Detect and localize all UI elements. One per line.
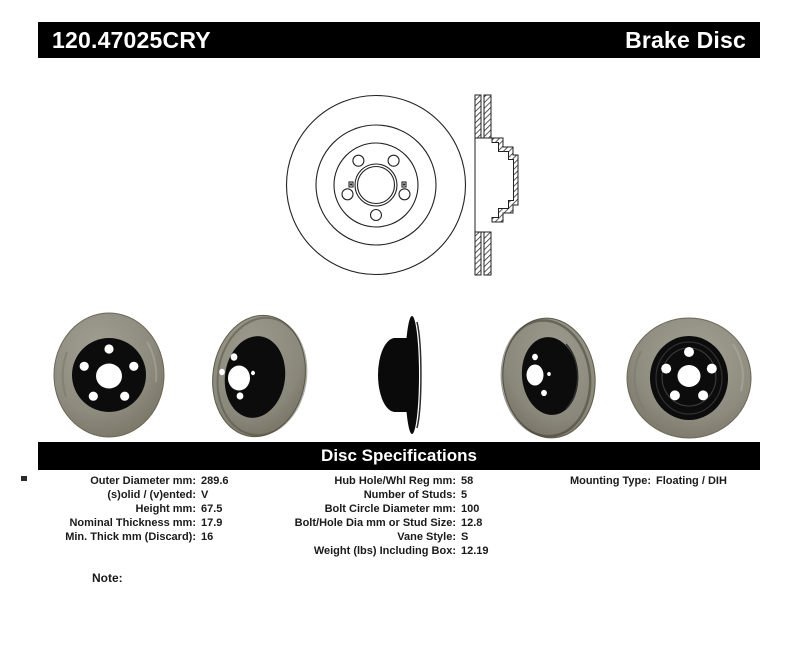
spec-label: (s)olid / (v)ented:: [107, 489, 196, 501]
spec-row-min-thick: Min. Thick mm (Discard): 16: [30, 530, 229, 544]
spec-label: Nominal Thickness mm:: [69, 517, 196, 529]
header-bar: 120.47025CRY Brake Disc: [38, 22, 760, 58]
spec-label: Height mm:: [135, 503, 197, 515]
spec-label: Bolt Circle Diameter mm:: [324, 503, 456, 515]
spec-row-hub-hole: Hub Hole/Whl Reg mm: 58: [278, 474, 489, 488]
spec-row-height: Height mm: 67.5: [30, 502, 229, 516]
spec-label: Min. Thick mm (Discard):: [65, 531, 196, 543]
spec-row-solid-vented: (s)olid / (v)ented: V: [30, 488, 229, 502]
spec-label: Mounting Type:: [569, 475, 651, 487]
spec-value: 100: [461, 503, 480, 515]
spec-row-mounting-type: Mounting Type: Floating / DIH: [553, 474, 727, 488]
spec-value: V: [201, 489, 209, 501]
spec-column-right: Mounting Type: Floating / DIH: [553, 474, 727, 488]
spec-value: 289.6: [201, 475, 229, 487]
spec-value: 12.8: [461, 517, 483, 529]
product-photo-angled-left-view: [212, 314, 308, 438]
product-photo-edge-view: [378, 316, 422, 434]
disc-specifications-header: Disc Specifications: [38, 442, 760, 470]
spec-value: 5: [461, 489, 468, 501]
spec-value: S: [461, 531, 469, 543]
spec-label: Vane Style:: [397, 531, 456, 543]
spec-value: 16: [201, 531, 214, 543]
spec-label: Weight (lbs) Including Box:: [313, 545, 456, 557]
spec-value: 58: [461, 475, 474, 487]
part-number: 120.47025CRY: [52, 26, 211, 53]
spec-column-middle: Hub Hole/Whl Reg mm: 58 Number of Studs:…: [278, 474, 489, 558]
brake-disc-cross-section-drawing: [474, 94, 519, 276]
spec-value: 17.9: [201, 517, 223, 529]
spec-column-left: Outer Diameter mm: 289.6 (s)olid / (v)en…: [30, 474, 229, 544]
spec-row-bolt-circle-diameter: Bolt Circle Diameter mm: 100: [278, 502, 489, 516]
product-photo-angled-right-view: [500, 317, 596, 439]
product-photo-rear-view: [626, 317, 752, 439]
spec-row-bolt-hole-dia: Bolt/Hole Dia mm or Stud Size: 12.8: [278, 516, 489, 530]
spec-value: 12.19: [461, 545, 489, 557]
spec-row-number-of-studs: Number of Studs: 5: [278, 488, 489, 502]
spec-label: Number of Studs:: [363, 489, 456, 501]
spec-value: Floating / DIH: [656, 475, 727, 487]
brake-disc-front-view-drawing: [285, 94, 467, 276]
product-type-title: Brake Disc: [625, 26, 746, 53]
spec-label: Hub Hole/Whl Reg mm:: [334, 475, 456, 487]
spec-label: Bolt/Hole Dia mm or Stud Size:: [294, 517, 456, 529]
spec-value: 67.5: [201, 503, 223, 515]
spec-row-outer-diameter: Outer Diameter mm: 289.6: [30, 474, 229, 488]
note-label: Note:: [92, 571, 123, 585]
bullet-mark: [21, 476, 27, 481]
spec-label: Outer Diameter mm:: [90, 475, 196, 487]
spec-row-vane-style: Vane Style: S: [278, 530, 489, 544]
product-photo-front-view: [53, 312, 165, 438]
disc-specifications-title: Disc Specifications: [321, 446, 477, 465]
spec-row-nominal-thickness: Nominal Thickness mm: 17.9: [30, 516, 229, 530]
spec-row-weight: Weight (lbs) Including Box: 12.19: [278, 544, 489, 558]
